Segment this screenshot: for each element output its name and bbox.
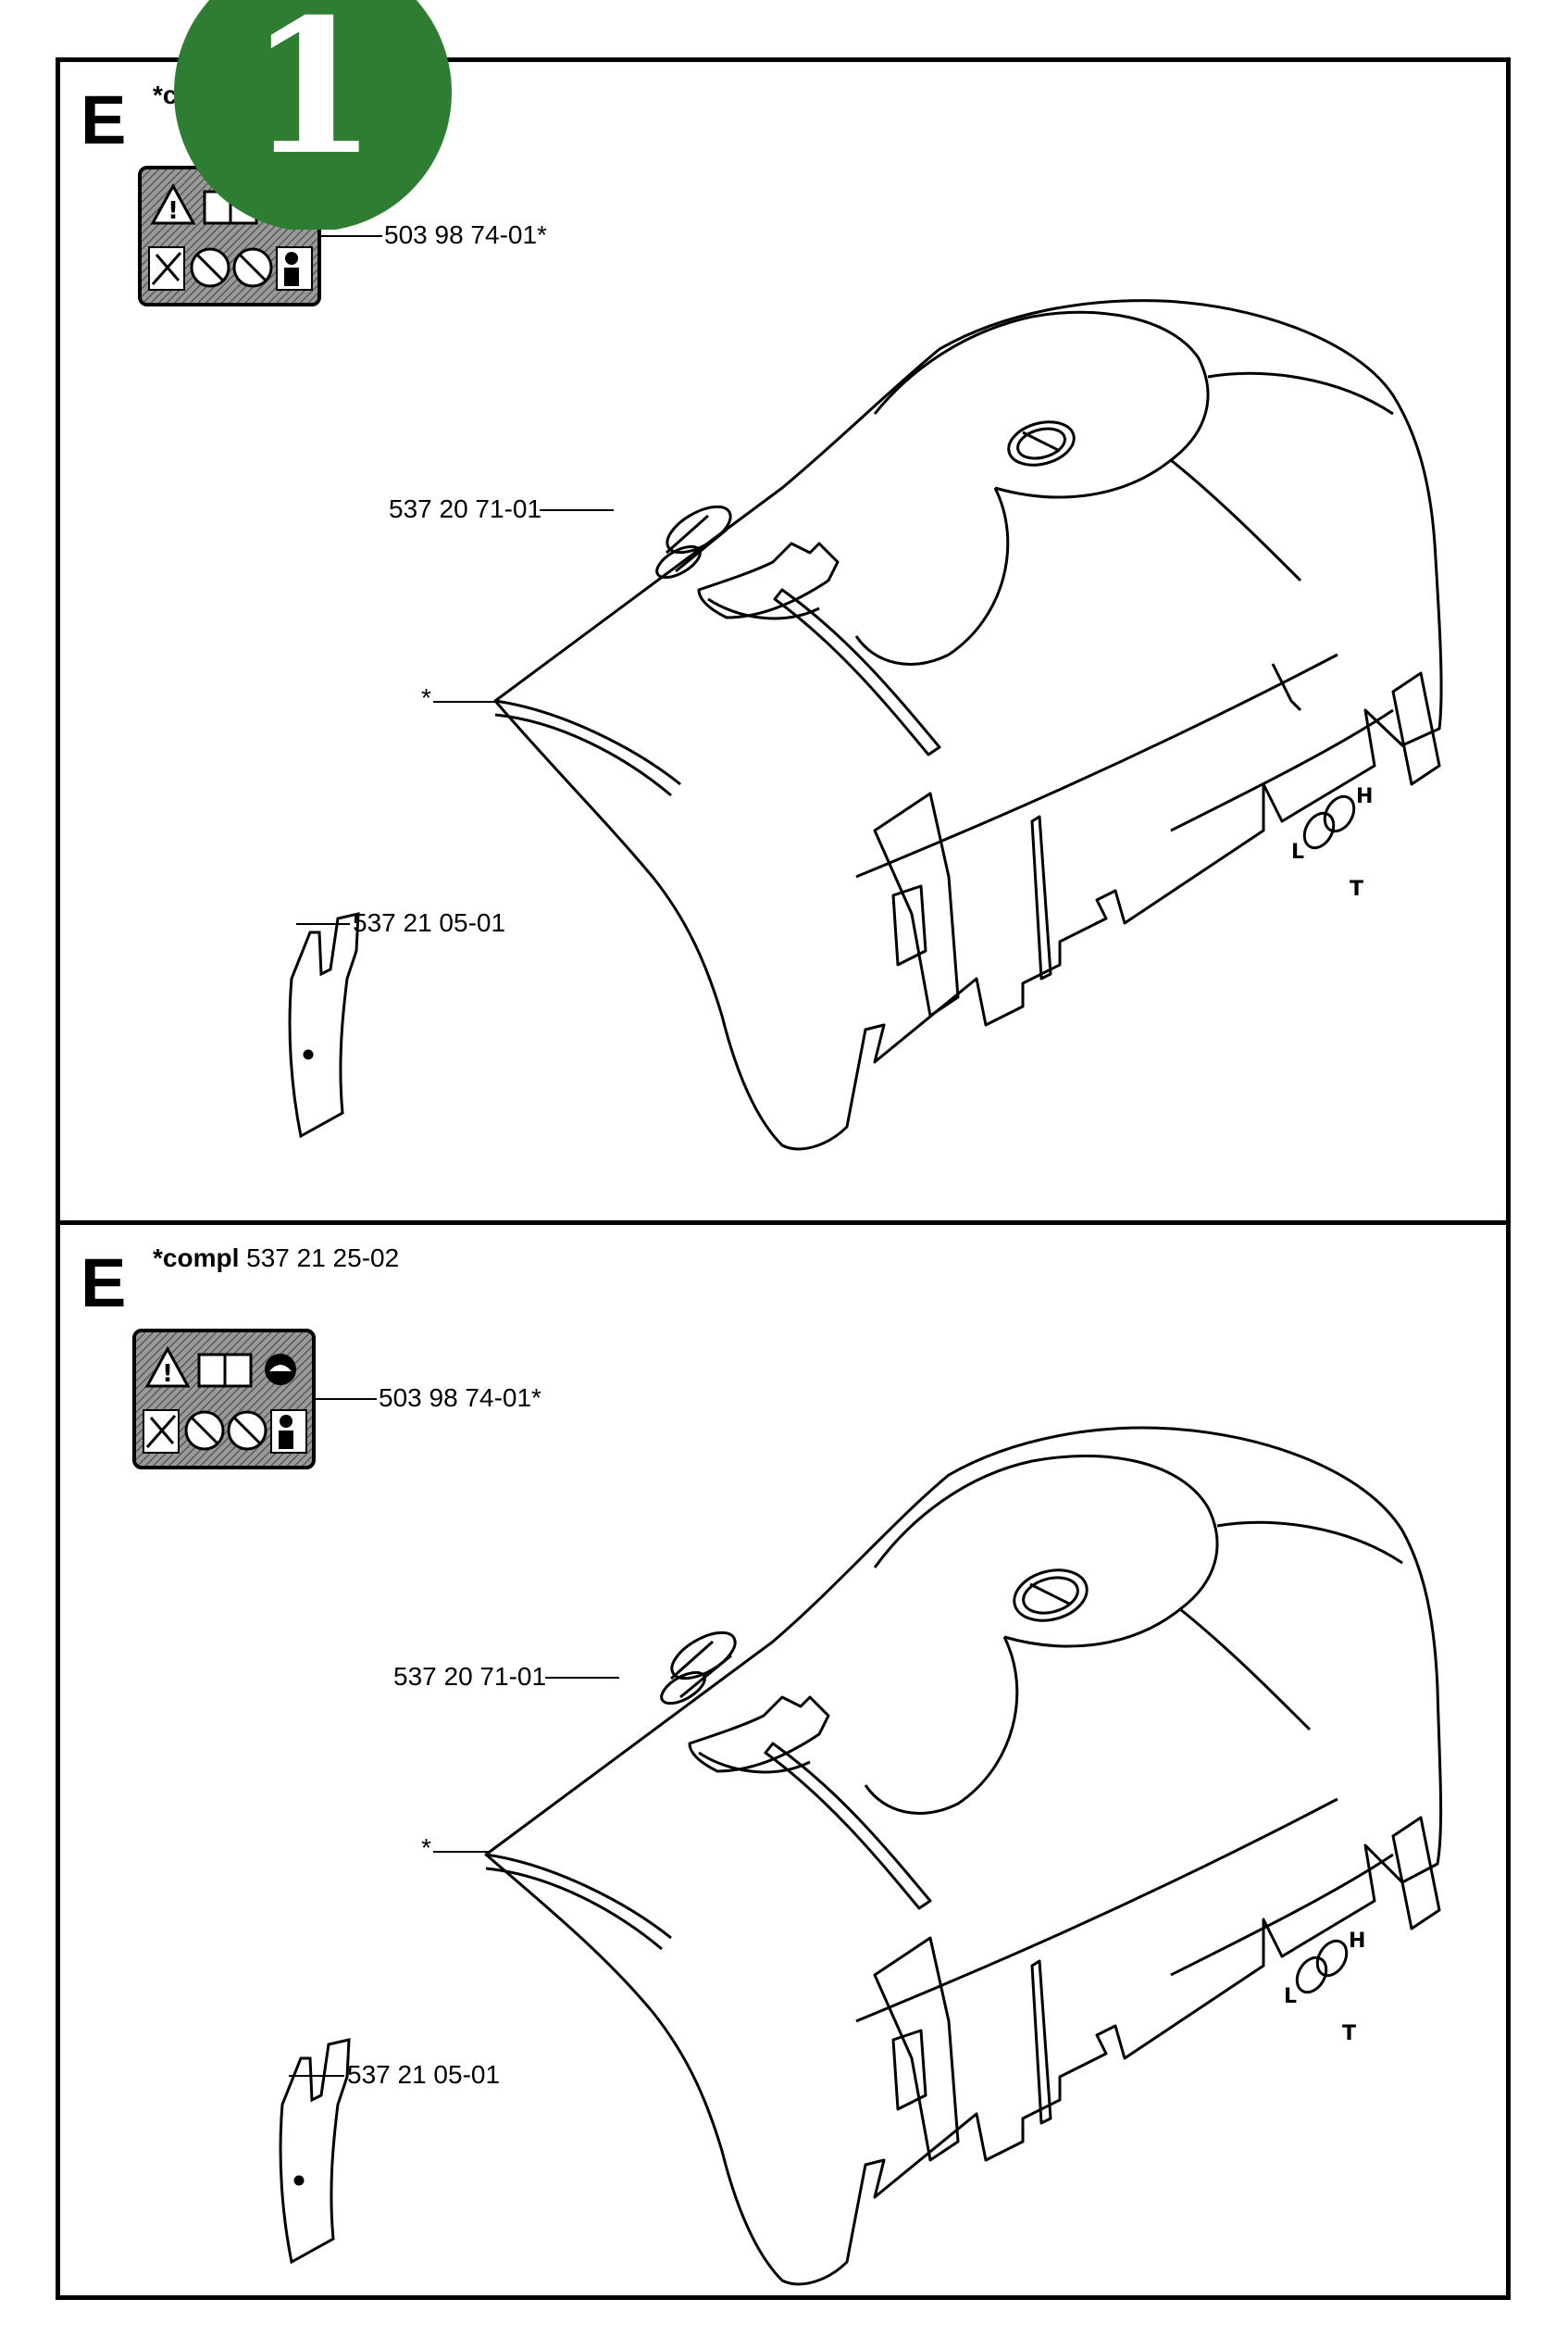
- kickback-icon: [143, 1409, 180, 1454]
- step-badge-number: 1: [248, 0, 378, 196]
- plate-leader-line: [289, 2075, 344, 2077]
- cover-drawing: L H T: [288, 299, 1443, 1151]
- decal-part-number: 503 98 74-01*: [379, 1383, 541, 1412]
- no-one-hand-icon: [190, 247, 230, 288]
- panel-bottom: E *compl 537 21 25-02 ! 503 98 74-01*: [60, 1225, 1506, 2295]
- no-chain-contact-icon: [227, 1410, 268, 1451]
- header-value: 537 21 25-02: [246, 1243, 400, 1272]
- plate-leader-line: [296, 923, 350, 925]
- cylinder-cover: [493, 299, 1443, 1151]
- cylinder-cover: [484, 1426, 1443, 2286]
- husqvarna-logo: [1013, 1568, 1089, 1622]
- no-one-hand-icon: [184, 1410, 225, 1451]
- section-header: *compl 537 21 25-02: [153, 1245, 399, 1271]
- protective-gear-icon: [276, 246, 313, 291]
- protective-gear-icon: [270, 1409, 307, 1454]
- t-mark: T: [1350, 878, 1363, 901]
- panel-divider: [56, 1220, 1511, 1225]
- rubber-plug: [660, 1631, 737, 1706]
- cover-part-number: *: [421, 1833, 431, 1862]
- decal-leader-line: [316, 1398, 377, 1400]
- cover-leader-line: [433, 1851, 489, 1853]
- warning-triangle-icon: !: [150, 182, 196, 225]
- husqvarna-logo: [1007, 420, 1076, 467]
- t-mark: T: [1342, 2022, 1356, 2045]
- section-letter: E: [81, 81, 127, 158]
- cover-part-number: *: [421, 683, 431, 712]
- section-letter: E: [81, 1244, 127, 1321]
- plate-part-number: 537 21 05-01: [353, 908, 506, 937]
- l-mark: L: [1291, 841, 1304, 864]
- h-mark: H: [1349, 1930, 1365, 1953]
- l-mark: L: [1284, 1985, 1297, 2008]
- section-header: *c: [153, 82, 177, 108]
- warning-triangle-icon: !: [144, 1345, 191, 1388]
- helmet-icon: [265, 1354, 296, 1385]
- lh-marking: [1302, 794, 1356, 850]
- decal-leader-line: [321, 235, 382, 237]
- panel-top: E *c ! 503 98 74-01*: [60, 62, 1506, 1220]
- plug-part-number: 537 20 71-01: [393, 1662, 547, 1691]
- no-chain-contact-icon: [232, 247, 273, 288]
- cover-leader-line: [433, 701, 496, 703]
- plug-leader-line: [545, 1677, 619, 1679]
- warning-decal: !: [132, 1329, 316, 1469]
- plug-leader-line: [540, 509, 614, 511]
- header-prefix: *c: [153, 81, 178, 109]
- diagram-frame: [56, 57, 1511, 2300]
- manual-book-icon: [197, 1353, 253, 1388]
- plate-part-number: 537 21 05-01: [347, 2060, 501, 2089]
- h-mark: H: [1356, 785, 1373, 808]
- kickback-icon: [148, 246, 185, 291]
- step-badge: [174, 0, 452, 230]
- lh-marking: [1295, 1939, 1349, 1994]
- decal-part-number: 503 98 74-01*: [384, 220, 547, 249]
- side-plate: [279, 2038, 351, 2265]
- rubber-plug: [655, 505, 732, 580]
- side-plate: [288, 912, 360, 1139]
- svg-text:!: !: [162, 1360, 173, 1388]
- plug-part-number: 537 20 71-01: [389, 494, 542, 523]
- svg-text:!: !: [168, 197, 179, 225]
- header-prefix: *compl: [153, 1243, 240, 1272]
- cover-drawing: L H T: [279, 1426, 1443, 2286]
